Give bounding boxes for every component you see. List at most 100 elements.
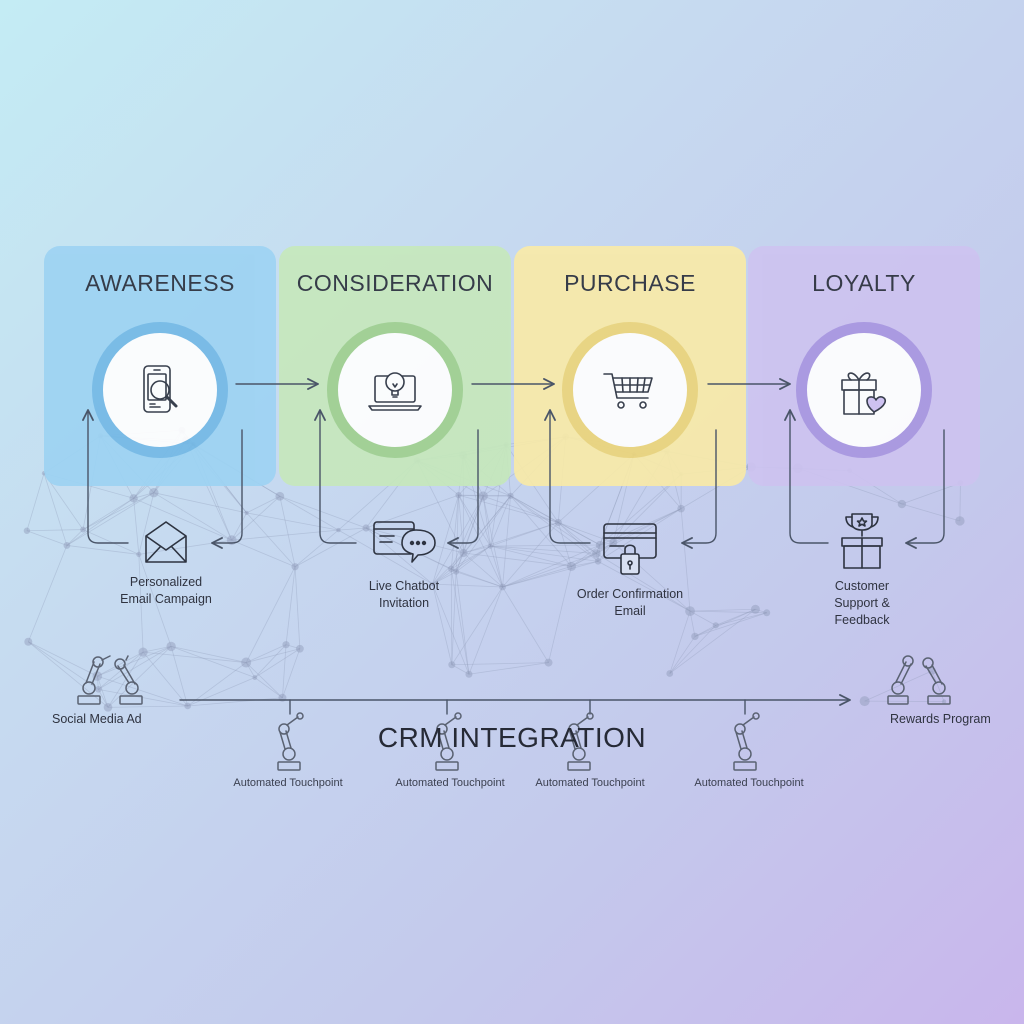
network-link: [463, 552, 503, 588]
network-link: [246, 648, 300, 663]
network-link: [490, 545, 599, 562]
network-link: [245, 662, 283, 699]
network-link: [510, 495, 601, 546]
network-link: [432, 568, 452, 585]
network-node: [252, 675, 258, 680]
network-node: [241, 657, 252, 668]
network-link: [502, 560, 599, 588]
touchpoint-label: Order Confirmation Email: [576, 587, 684, 618]
network-link: [97, 646, 172, 677]
network-link: [28, 641, 98, 677]
network-link: [680, 508, 691, 612]
crm-integration-title: CRM INTEGRATION: [377, 722, 647, 753]
network-link: [138, 492, 155, 555]
network-node: [275, 491, 285, 501]
network-link: [458, 494, 484, 497]
network-link: [285, 566, 296, 645]
network-node: [136, 551, 142, 557]
rewards-program-label: Rewards Program: [890, 712, 991, 726]
network-link: [558, 522, 599, 562]
network-node: [138, 647, 148, 657]
network-link: [338, 529, 433, 585]
network-link: [450, 552, 464, 570]
network-link: [96, 676, 99, 690]
stage-title: PURCHASE: [564, 270, 696, 296]
network-node: [459, 548, 468, 558]
network-node: [594, 558, 602, 565]
network-link: [597, 544, 601, 562]
network-node: [691, 632, 699, 641]
network-node: [507, 492, 514, 499]
network-node: [592, 549, 601, 558]
network-link: [596, 544, 601, 554]
network-link: [282, 644, 287, 698]
network-link: [98, 689, 109, 708]
network-link: [451, 571, 457, 665]
network-link: [365, 527, 433, 585]
network-node: [544, 658, 553, 667]
network-link: [502, 522, 559, 588]
network-link: [463, 545, 491, 554]
network-link: [596, 553, 599, 562]
network-link: [557, 522, 572, 567]
network-node: [291, 563, 299, 571]
network-node: [103, 703, 113, 712]
network-link: [450, 495, 511, 570]
network-link: [455, 571, 470, 675]
network-link: [432, 545, 491, 585]
network-link: [458, 494, 511, 497]
network-link: [455, 495, 459, 572]
network-link: [669, 611, 691, 674]
network-link: [959, 482, 961, 521]
loop-up-consideration: [314, 409, 357, 544]
network-link: [66, 545, 139, 555]
network-link: [482, 496, 491, 547]
network-link: [96, 675, 109, 708]
network-node: [295, 644, 304, 653]
loop-up-purchase: [544, 409, 591, 544]
network-node: [362, 524, 370, 532]
network-link: [98, 646, 172, 690]
network-link: [254, 644, 287, 678]
loop-down-consideration: [447, 429, 479, 549]
chat-bubbles-icon: [373, 521, 436, 563]
shopping-cart-icon: [603, 373, 653, 409]
phone-search-icon: [143, 365, 178, 413]
network-link: [432, 583, 453, 665]
network-node: [487, 543, 493, 549]
network-link: [26, 473, 45, 531]
network-link: [107, 705, 188, 708]
stage-icon-ring: [92, 322, 228, 458]
network-node: [554, 518, 562, 527]
network-link: [901, 482, 961, 505]
network-link: [43, 473, 68, 546]
network-link: [279, 495, 367, 529]
network-link: [450, 495, 459, 569]
network-link: [187, 662, 247, 707]
network-link: [171, 646, 247, 663]
network-link: [694, 612, 767, 637]
network-link: [432, 571, 457, 585]
network-node: [499, 583, 506, 591]
automated-touchpoint-label: Automated Touchpoint: [395, 777, 505, 789]
network-link: [715, 612, 767, 626]
network-link: [490, 495, 511, 547]
network-link: [458, 494, 503, 588]
network-link: [153, 492, 247, 514]
network-link: [490, 545, 503, 588]
network-node: [763, 609, 771, 617]
network-node: [129, 494, 138, 503]
network-link: [458, 494, 491, 547]
robot-arm-icon: [733, 712, 760, 771]
network-link: [143, 646, 172, 653]
network-link: [597, 560, 691, 612]
network-link: [597, 508, 682, 562]
network-link: [254, 677, 283, 699]
network-link: [133, 497, 232, 541]
network-link: [187, 677, 255, 707]
network-link: [596, 542, 614, 554]
network-node: [609, 538, 618, 547]
network-link: [246, 512, 339, 531]
stage-icon-ring: [796, 322, 932, 458]
network-node: [23, 527, 31, 534]
